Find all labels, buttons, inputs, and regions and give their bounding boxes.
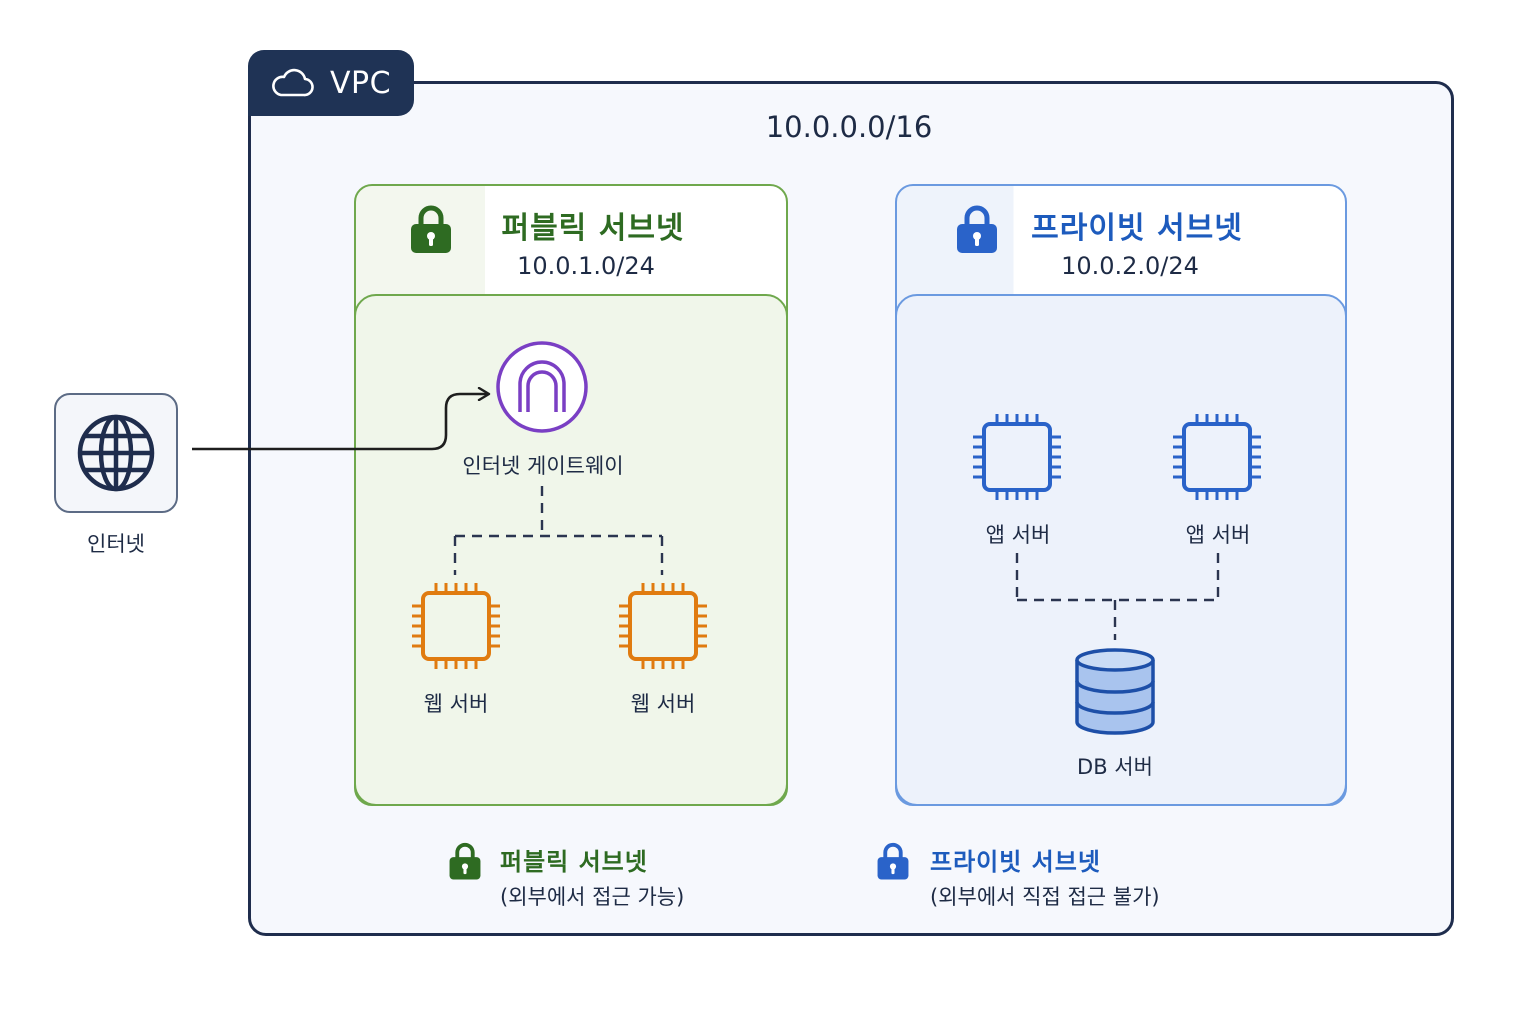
legend-private-title: 프라이빗 서브넷 xyxy=(930,848,1101,876)
internet-node xyxy=(54,393,178,513)
internet-gateway-icon xyxy=(495,340,589,434)
lock-icon xyxy=(409,204,453,254)
lock-icon xyxy=(955,204,999,254)
web-server-label: 웹 서버 xyxy=(630,692,696,716)
legend-public-desc: (외부에서 접근 가능) xyxy=(500,885,685,909)
app-server-chip-icon xyxy=(1172,413,1262,501)
vpc-tab: VPC xyxy=(248,50,414,116)
vpc-label: VPC xyxy=(330,65,392,101)
legend-private-desc: (외부에서 직접 접근 불가) xyxy=(930,885,1160,909)
web-server-label: 웹 서버 xyxy=(423,692,489,716)
lock-icon xyxy=(448,840,482,886)
app-server-label: 앱 서버 xyxy=(985,523,1051,547)
vpc-cidr: 10.0.0.0/16 xyxy=(765,110,933,144)
internet-gateway-label: 인터넷 게이트웨이 xyxy=(462,454,624,478)
app-server-chip-icon xyxy=(972,413,1062,501)
app-server-label: 앱 서버 xyxy=(1185,523,1251,547)
lock-icon xyxy=(876,840,910,886)
public-subnet-cidr: 10.0.1.0/24 xyxy=(517,252,655,280)
private-subnet-title: 프라이빗 서브넷 xyxy=(1031,211,1243,246)
private-subnet-cidr: 10.0.2.0/24 xyxy=(1061,252,1199,280)
web-server-chip-icon xyxy=(618,582,708,670)
public-subnet-title: 퍼블릭 서브넷 xyxy=(501,211,685,246)
db-server-label: DB 서버 xyxy=(1077,755,1153,779)
cloud-icon xyxy=(270,67,314,99)
database-icon xyxy=(1073,648,1157,736)
globe-icon xyxy=(75,412,157,494)
legend-public-title: 퍼블릭 서브넷 xyxy=(500,848,648,876)
internet-label: 인터넷 xyxy=(87,532,145,556)
web-server-chip-icon xyxy=(411,582,501,670)
